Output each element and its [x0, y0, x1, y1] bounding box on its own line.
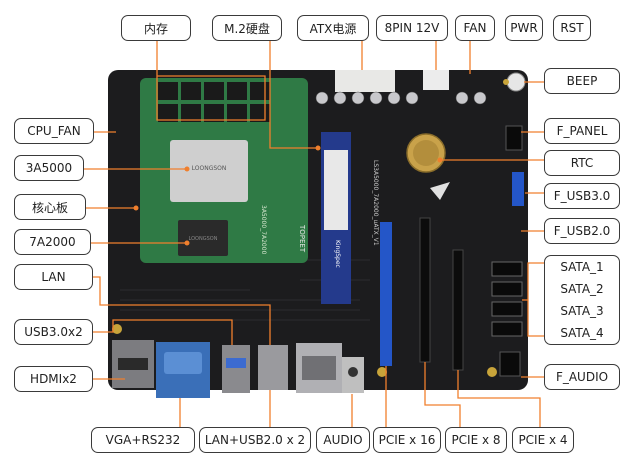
label-core-board: 核心板	[14, 194, 86, 220]
lan-opening	[302, 356, 336, 380]
f-panel-header	[505, 125, 523, 151]
label-sata-2: SATA_2	[560, 282, 604, 296]
capacitors	[315, 91, 487, 105]
label-lan-usb20: LAN+USB2.0 x 2	[199, 427, 311, 453]
mount-holes	[112, 79, 509, 377]
cpu-chip	[170, 140, 248, 202]
label-bridge: 7A2000	[14, 229, 91, 255]
beeper	[506, 72, 526, 92]
brand-silk: TOPEET	[298, 224, 306, 253]
pcie-x4-slot	[452, 249, 464, 371]
bridge-chip-text: LOONGSON	[189, 236, 218, 242]
leader-dots	[133, 145, 443, 246]
label-m2: M.2硬盘	[212, 15, 282, 41]
label-pcie16: PCIE x 16	[373, 427, 441, 453]
label-beep: BEEP	[544, 68, 620, 94]
audio-jack-hole	[348, 367, 358, 377]
label-pcie4: PCIE x 4	[512, 427, 574, 453]
label-memory: 内存	[121, 15, 191, 41]
label-cpu-fan: CPU_FAN	[14, 118, 94, 144]
label-atx: ATX电源	[297, 15, 369, 41]
label-audio: AUDIO	[316, 427, 370, 453]
label-f-panel: F_PANEL	[544, 118, 620, 144]
label-fan: FAN	[455, 15, 495, 41]
label-sata-1: SATA_1	[560, 260, 604, 274]
hdmi-opening	[118, 358, 148, 370]
m2-ssd-label	[324, 150, 348, 230]
f-audio-header	[499, 351, 521, 377]
atx-power-connector	[335, 70, 395, 92]
bridge-chip	[178, 220, 228, 256]
m2-ssd-brand: KingSpec	[334, 240, 341, 268]
logo	[430, 182, 450, 200]
sata-ports	[491, 261, 523, 337]
label-usb30x2: USB3.0x2	[14, 319, 93, 345]
cpu-chip-text: LOONGSON	[192, 165, 227, 172]
label-f-usb30: F_USB3.0	[544, 183, 620, 209]
leader-lines	[84, 40, 545, 428]
core-board-silk: 3A5000_7A2000	[260, 205, 267, 255]
vga-connector	[164, 352, 202, 374]
rtc-battery-center	[413, 140, 439, 166]
f-usb30-header	[512, 172, 524, 206]
usb3-port	[222, 345, 250, 393]
8pin-connector	[423, 70, 449, 90]
label-f-audio: F_AUDIO	[544, 364, 620, 390]
label-hdmix2: HDMIx2	[14, 366, 93, 392]
pcie-x16-slot	[380, 222, 392, 366]
label-f-usb20: F_USB2.0	[544, 218, 620, 244]
pcie-x8-slot	[419, 217, 431, 363]
label-sata-3: SATA_3	[560, 304, 604, 318]
usb3-opening	[226, 358, 246, 368]
label-sata-4: SATA_4	[560, 326, 604, 340]
label-pwr: PWR	[505, 15, 543, 41]
label-pcie8: PCIE x 8	[445, 427, 507, 453]
label-rst: RST	[553, 15, 591, 41]
label-sata-group: SATA_1 SATA_2 SATA_3 SATA_4	[544, 255, 620, 345]
label-lan: LAN	[14, 264, 93, 290]
label-vga-rs232: VGA+RS232	[91, 427, 195, 453]
label-rtc: RTC	[544, 150, 620, 176]
board-silk: LS3A5000_7A2000_uATX_V1	[372, 160, 379, 246]
label-8pin: 8PIN 12V	[376, 15, 448, 41]
memory-chips	[158, 82, 270, 122]
lan-usb-port	[258, 345, 288, 390]
label-cpu: 3A5000	[14, 155, 84, 181]
